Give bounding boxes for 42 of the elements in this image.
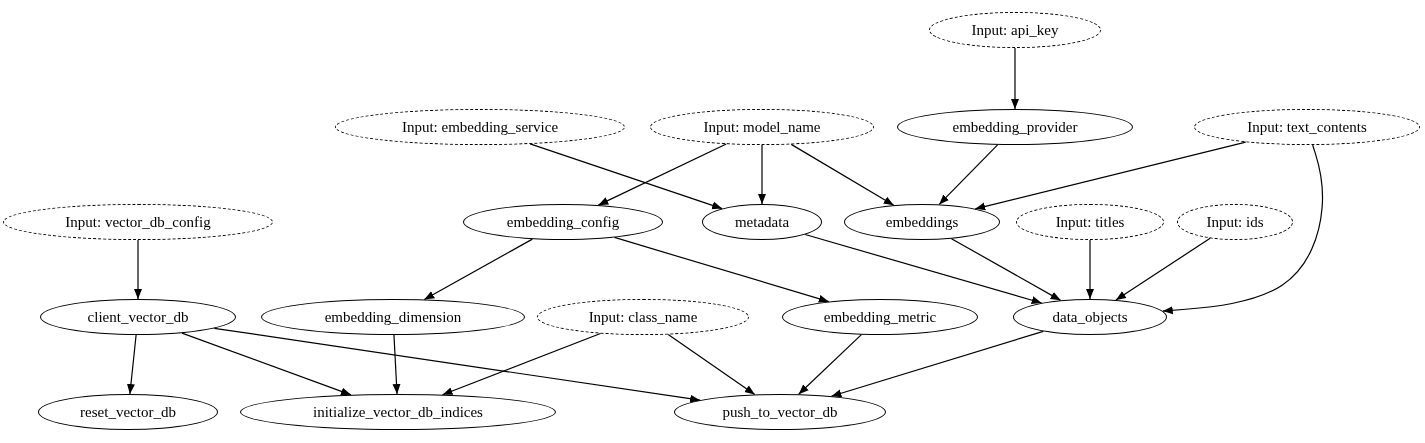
node-label: Input: vector_db_config — [65, 213, 211, 231]
node-label: embeddings — [885, 213, 959, 231]
node-label: Input: embedding_service — [401, 118, 559, 136]
arrow — [613, 236, 830, 303]
node-label: Input: api_key — [971, 21, 1059, 39]
arrow — [423, 238, 533, 301]
node-label: embedding_dimension — [324, 308, 462, 326]
arrow — [790, 143, 895, 206]
arrow — [758, 144, 766, 205]
node-label: Input: titles — [1055, 213, 1125, 231]
arrow — [1011, 47, 1019, 110]
node-label: reset_vector_db — [80, 403, 176, 421]
node-label: embedding_config — [506, 213, 620, 231]
arrow — [938, 144, 999, 206]
node-label: embedding_provider — [952, 118, 1078, 136]
node-label: initialize_vector_db_indices — [313, 403, 483, 421]
node-label: metadata — [734, 213, 790, 231]
arrow — [441, 332, 602, 396]
arrow — [1086, 239, 1094, 300]
node-label: client_vector_db — [87, 308, 189, 326]
node-label: embedding_metric — [823, 308, 937, 326]
arrow — [213, 327, 701, 403]
arrow — [1115, 237, 1211, 301]
arrow — [1162, 144, 1324, 315]
node-label: data_objects — [1052, 308, 1128, 326]
arrow — [798, 334, 862, 395]
arrow — [181, 332, 352, 396]
arrow — [830, 330, 1044, 398]
node-label: Input: class_name — [588, 308, 698, 326]
arrow — [392, 334, 401, 395]
node-label: Input: text_contents — [1247, 118, 1367, 136]
node-label: push_to_vector_db — [722, 403, 838, 421]
node-label: Input: ids — [1206, 213, 1264, 231]
arrow — [804, 233, 1043, 305]
arrow — [667, 333, 756, 396]
node-label: Input: model_name — [703, 118, 821, 136]
arrow — [529, 143, 723, 210]
arrow — [974, 141, 1247, 211]
arrow — [134, 239, 142, 300]
arrow — [126, 334, 137, 395]
arrow — [597, 143, 727, 206]
arrow — [950, 238, 1062, 301]
